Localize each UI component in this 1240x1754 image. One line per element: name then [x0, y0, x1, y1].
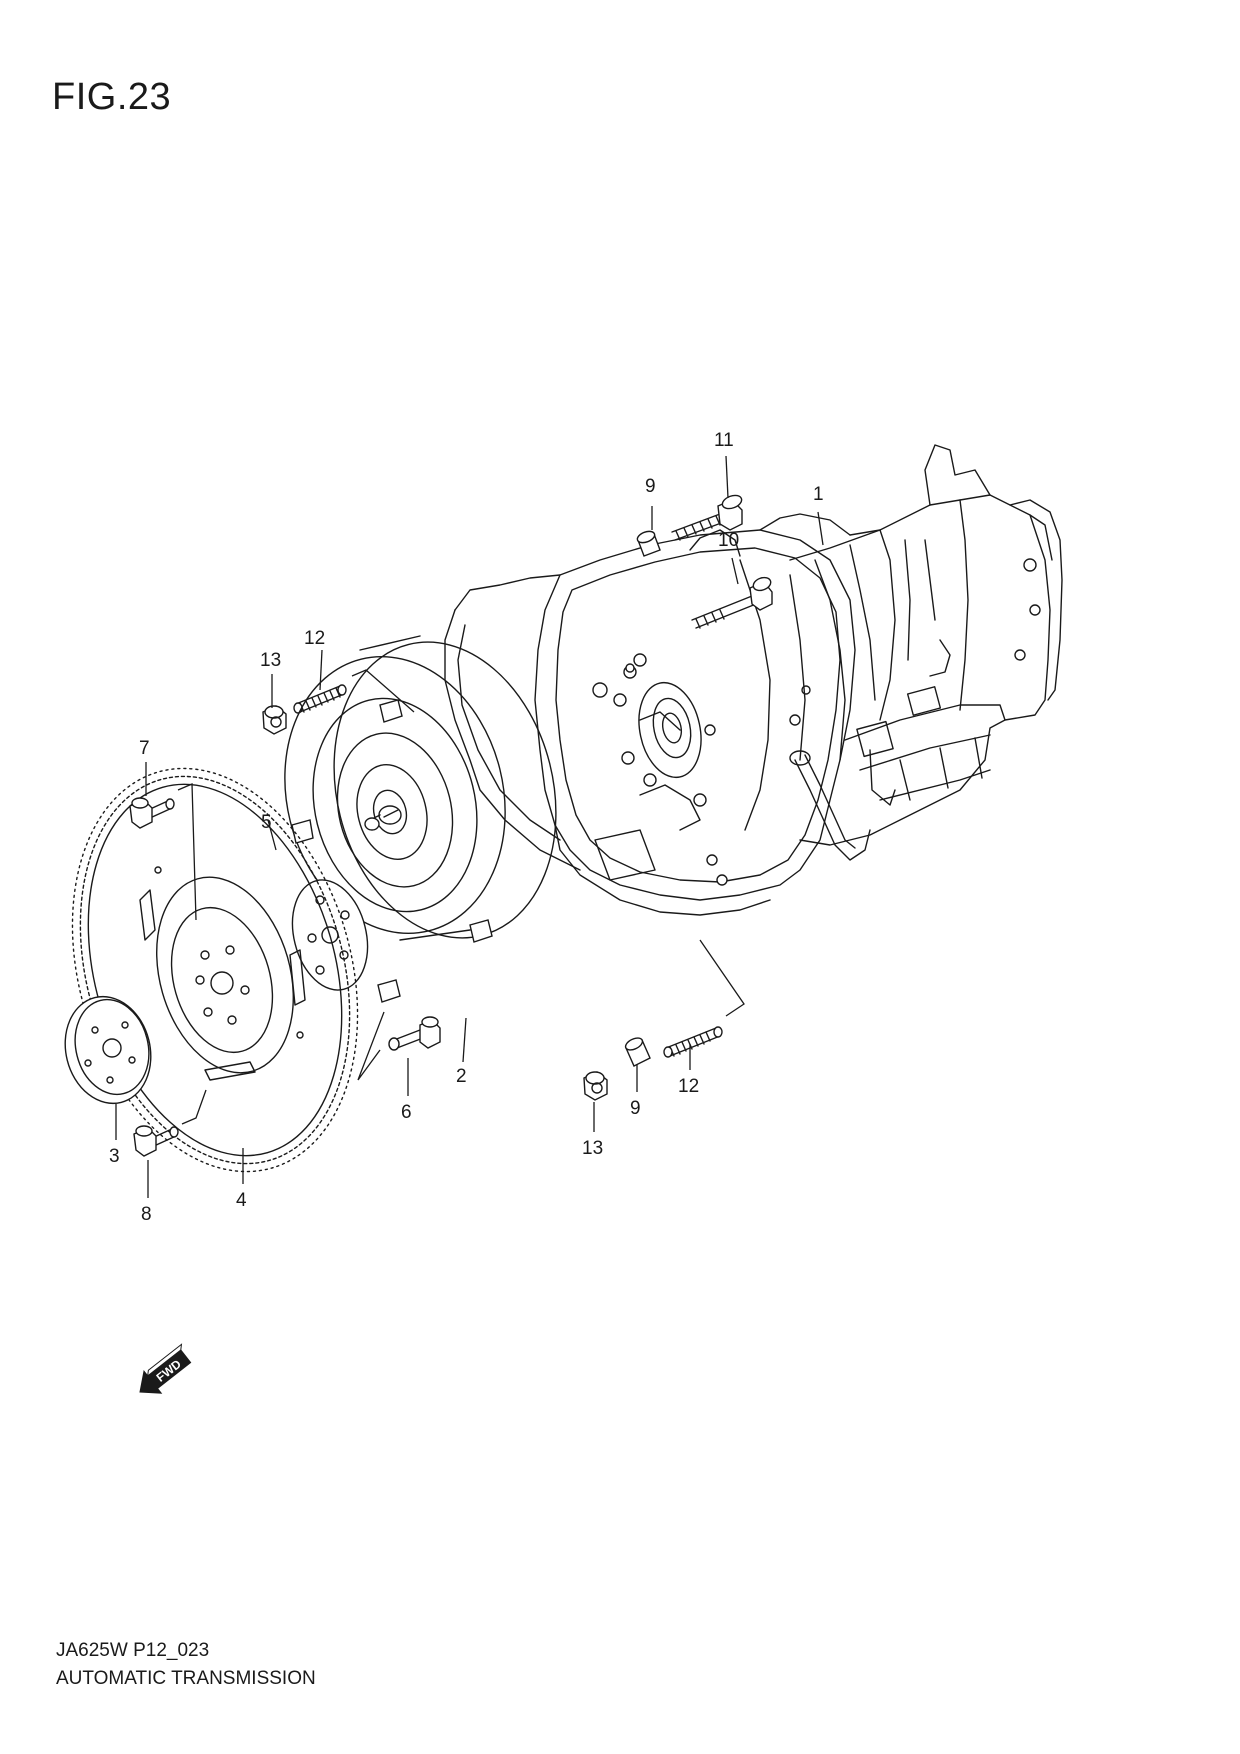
dowel-pin-9-lower: [624, 1037, 651, 1067]
nut-13-upper: [262, 705, 287, 735]
callout-3: 3: [109, 1146, 120, 1167]
callout-11: 11: [714, 430, 734, 451]
callout-12-upper: 12: [304, 628, 325, 649]
figure-title: FIG.23: [52, 76, 172, 118]
bolt-7: [129, 797, 175, 829]
callout-2: 2: [456, 1066, 467, 1087]
callout-13-upper: 13: [260, 650, 281, 671]
nut-13-lower: [583, 1071, 608, 1101]
callout-8: 8: [141, 1204, 152, 1225]
transmission-assembly: [444, 444, 1063, 916]
callout-5: 5: [261, 812, 272, 833]
callout-1: 1: [813, 484, 824, 505]
callout-12-lower: 12: [678, 1076, 699, 1097]
drive-plate-ring-gear: [71, 767, 359, 1173]
callout-7: 7: [139, 738, 150, 759]
guide-line-upper-stud: [351, 669, 415, 713]
dowel-pin-9-top: [636, 530, 661, 557]
callout-leaders: [115, 455, 824, 1198]
callout-10: 10: [718, 530, 739, 551]
bolt-10: [691, 576, 773, 629]
callout-6: 6: [401, 1102, 412, 1123]
footer-assembly-name: AUTOMATIC TRANSMISSION: [56, 1668, 316, 1689]
guide-line-bolt-8: [181, 1089, 207, 1125]
bolt-6: [388, 1016, 441, 1051]
adapter-plate-3: [64, 995, 152, 1105]
forward-direction-arrow: FWD: [139, 1343, 192, 1394]
bolt-8: [133, 1125, 179, 1157]
torque-converter: [284, 635, 557, 1003]
stud-12-lower: [663, 1026, 723, 1058]
footer-figure-code: JA625W P12_023: [56, 1640, 210, 1661]
callout-9-top: 9: [645, 476, 656, 497]
callout-4: 4: [236, 1190, 247, 1211]
guide-line-lower-stud: [699, 939, 745, 1017]
callout-13-lower: 13: [582, 1138, 603, 1159]
guide-line-bolt-7: [177, 783, 197, 921]
bolt-11: [671, 494, 743, 541]
guide-line-bolt-6: [357, 1011, 385, 1081]
callout-9-lower: 9: [630, 1098, 641, 1119]
